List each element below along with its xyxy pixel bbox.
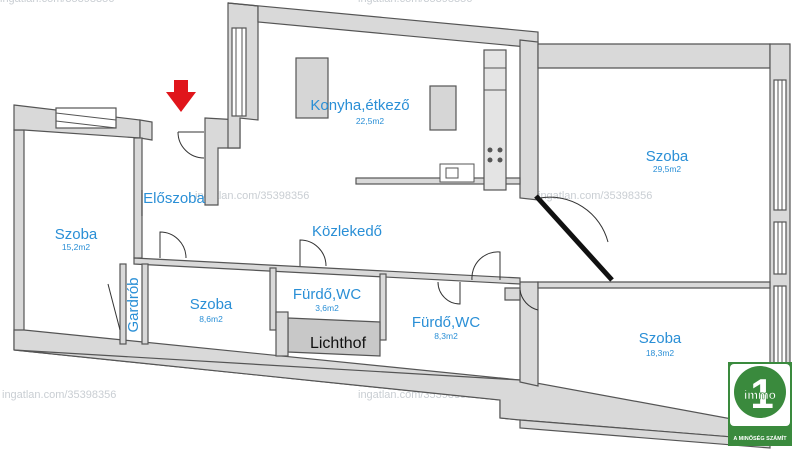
kitchen-island (295, 57, 329, 119)
entrance-arrow-icon (166, 80, 196, 112)
label-szoba-small-name: Szoba (190, 296, 233, 313)
watermark-top-left: ingatlan.com/35398356 (0, 0, 114, 5)
stove-icon (487, 147, 503, 163)
logo-text: immo (744, 388, 776, 402)
outer-walls (13, 2, 791, 449)
label-konyha-name: Konyha,étkező (310, 97, 409, 114)
label-furdo-large-name: Fürdő,WC (412, 314, 481, 331)
label-szoba-right-bottom-name: Szoba (639, 330, 682, 347)
label-szoba-right-top-area: 29,5m2 (653, 164, 682, 174)
label-gardrob-name: Gardrób (125, 277, 142, 332)
sink-icon (439, 163, 475, 183)
door-swing-hall (159, 231, 187, 259)
logo-tagline: A MINŐSÉG SZÁMÍT (733, 434, 787, 442)
door-swing-furdo-small (299, 239, 327, 267)
watermark-center-left: ingatlan.com/35398356 (195, 190, 309, 202)
door-swing-entrance (177, 131, 205, 159)
label-szoba-right-bottom-area: 18,3m2 (646, 348, 675, 358)
watermark-bottom-left: ingatlan.com/35398356 (2, 389, 116, 401)
doors (107, 131, 609, 331)
door-swing-right-hall (471, 251, 501, 281)
door-swing-furdo-large (437, 281, 461, 305)
label-furdo-large-area: 8,3m2 (434, 331, 458, 341)
label-szoba-left-area: 15,2m2 (62, 242, 91, 252)
watermark-center-right: ingatlan.com/35398356 (538, 190, 652, 202)
sliding-wall (534, 194, 614, 282)
watermark-top-center: ingatlan.com/35398356 (358, 0, 472, 5)
label-lichthof: Lichthof (310, 335, 367, 352)
interior-walls (119, 137, 614, 357)
label-furdo-small-name: Fürdő,WC (293, 286, 362, 303)
immo-logo: 1 immo A MINŐSÉG SZÁMÍT (728, 362, 792, 446)
label-furdo-small-area: 3,6m2 (315, 303, 339, 313)
door-swing-gardrob (107, 283, 121, 331)
label-szoba-left-name: Szoba (55, 226, 98, 243)
label-szoba-small-area: 8,6m2 (199, 314, 223, 324)
label-konyha-area: 22,5m2 (356, 116, 385, 126)
label-eloszoba-name: Előszoba (143, 190, 205, 207)
label-kozlekedo-name: Közlekedő (312, 223, 382, 240)
door-swing-szoba-right (539, 196, 609, 243)
kitchen-table (429, 85, 457, 131)
door-swing-lower-right (519, 289, 539, 311)
logo-digit: 1 (750, 370, 773, 417)
kitchen-counter (483, 49, 507, 191)
label-szoba-right-top-name: Szoba (646, 148, 689, 165)
fixtures (295, 49, 507, 191)
